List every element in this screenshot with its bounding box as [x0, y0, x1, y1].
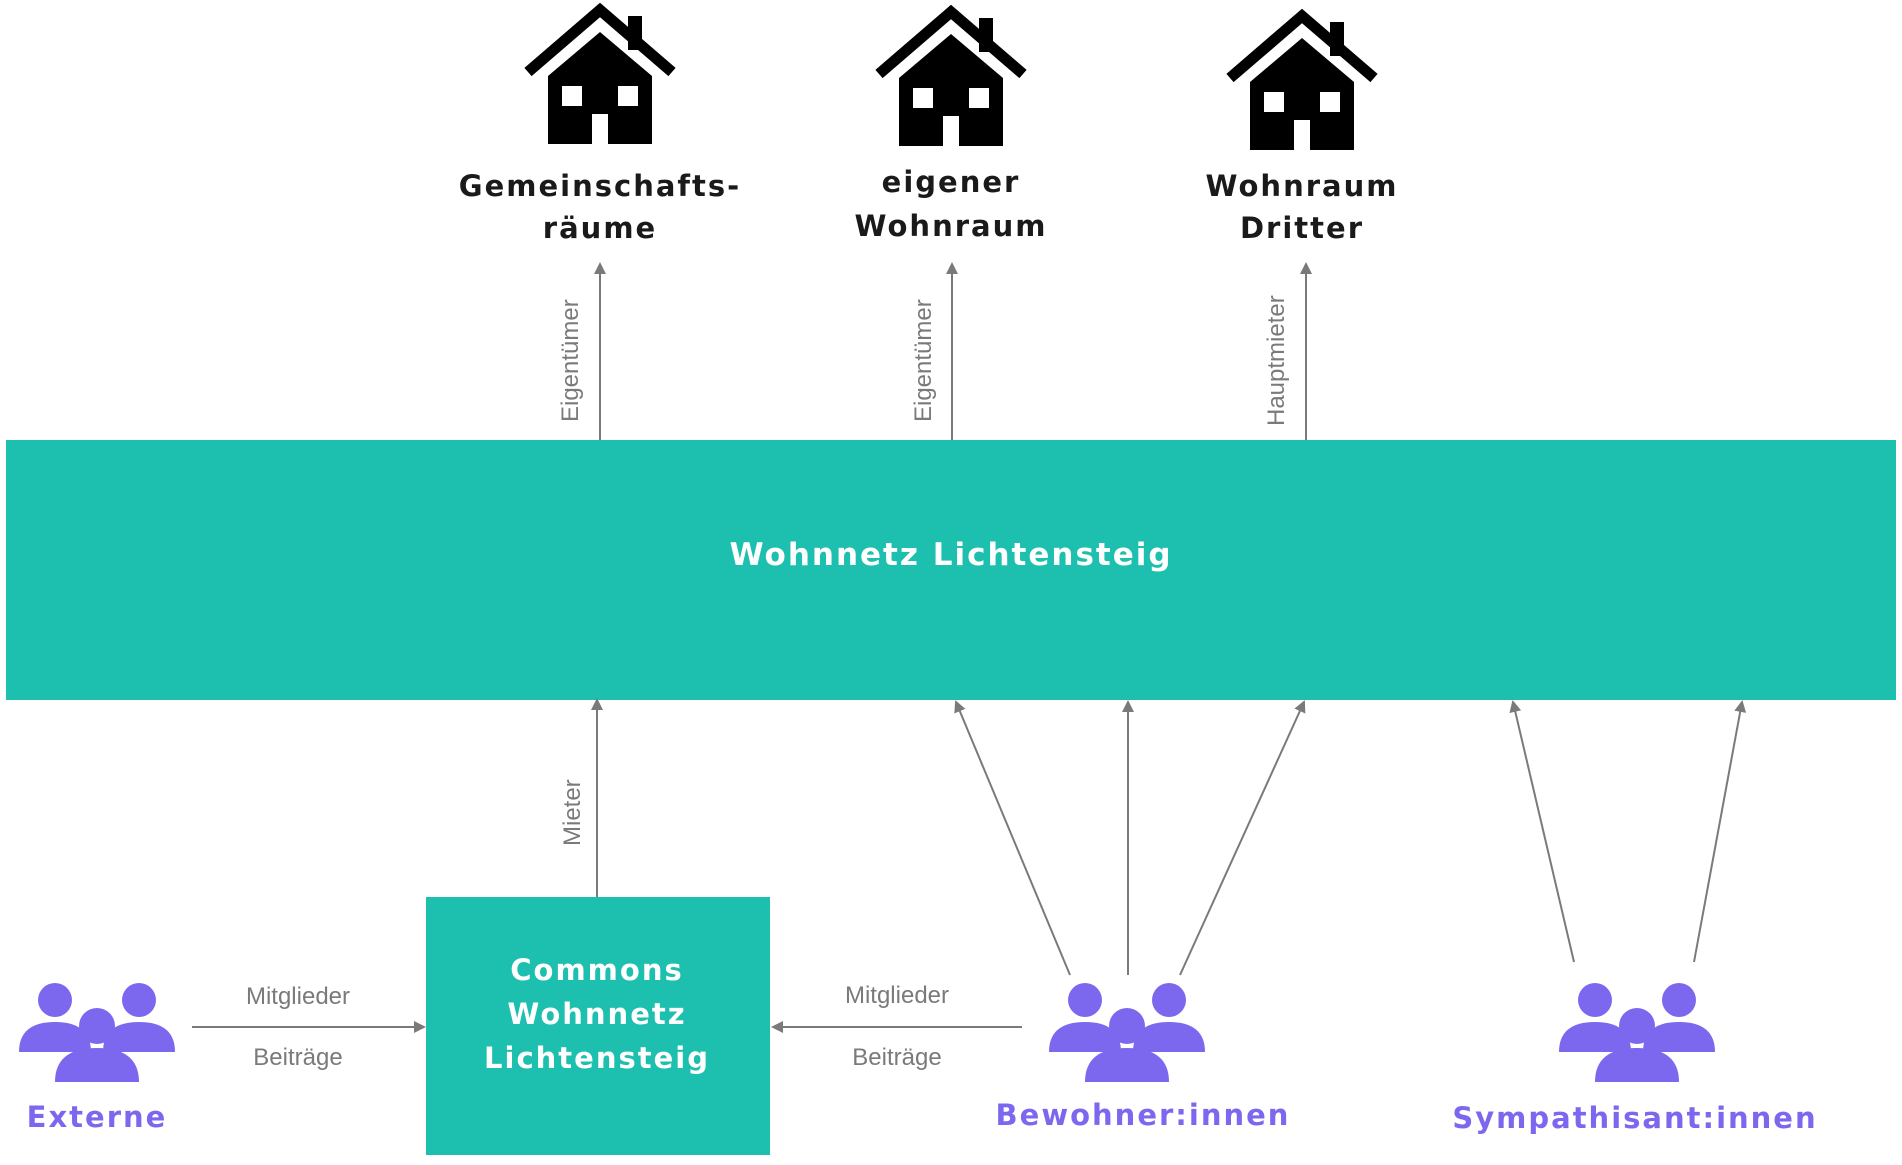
- people-group-icon-sympathisanten: [1559, 983, 1715, 1082]
- house-title-gemeinschaftsraeume-line2: räume: [543, 211, 657, 245]
- people-group-icon-bewohner: [1049, 983, 1205, 1082]
- main-box-wohnnetz: [6, 440, 1896, 700]
- arrow-bewohner-mieterinnen: [954, 700, 1071, 976]
- house-icon-gemeinschaftsraeume: [528, 10, 672, 144]
- edge-label-mieter: Mieter: [559, 779, 586, 846]
- edge-label-eigentuemer-1: Eigentümer: [557, 299, 584, 422]
- edge-label-hauptmieter: Hauptmieter: [1263, 295, 1290, 426]
- edge-label-bewohner-beitraege: Beiträge: [852, 1044, 941, 1071]
- house-title-eigener-wohnraum-line2: Wohnraum: [855, 209, 1048, 243]
- arrow-sympathisanten-left: [1509, 700, 1575, 963]
- edge-label-externe-mitglieder: Mitglieder: [246, 983, 350, 1010]
- house-title-wohnraum-dritter-line1: Wohnraum: [1206, 169, 1399, 203]
- house-icon-wohnraum-dritter: [1230, 16, 1374, 150]
- edge-label-bewohner-mitglieder-to-commons: Mitglieder: [845, 982, 949, 1009]
- main-box-label: Wohnnetz Lichtensteig: [729, 537, 1172, 573]
- group-label-externe: Externe: [27, 1100, 168, 1134]
- edge-label-eigentuemer-2: Eigentümer: [910, 299, 937, 422]
- group-label-sympathisanten: Sympathisant:innen: [1452, 1101, 1817, 1135]
- commons-box-line1: Commons: [510, 953, 683, 987]
- house-title-eigener-wohnraum-line1: eigener: [882, 165, 1021, 199]
- arrow-bewohner-untermieter: [1179, 700, 1306, 976]
- house-title-wohnraum-dritter-line2: Dritter: [1240, 211, 1364, 245]
- arrow-sympathisanten-right: [1693, 700, 1747, 963]
- commons-box-line2: Wohnnetz: [507, 997, 686, 1031]
- commons-box-line3: Lichtensteig: [484, 1041, 710, 1075]
- house-title-gemeinschaftsraeume-line1: Gemeinschafts-: [459, 169, 741, 203]
- group-label-bewohner: Bewohner:innen: [996, 1098, 1291, 1132]
- commons-box: [426, 897, 770, 1155]
- edge-label-externe-beitraege: Beiträge: [253, 1044, 342, 1071]
- house-icon-eigener-wohnraum: [879, 12, 1023, 146]
- people-group-icon-externe: [19, 983, 175, 1082]
